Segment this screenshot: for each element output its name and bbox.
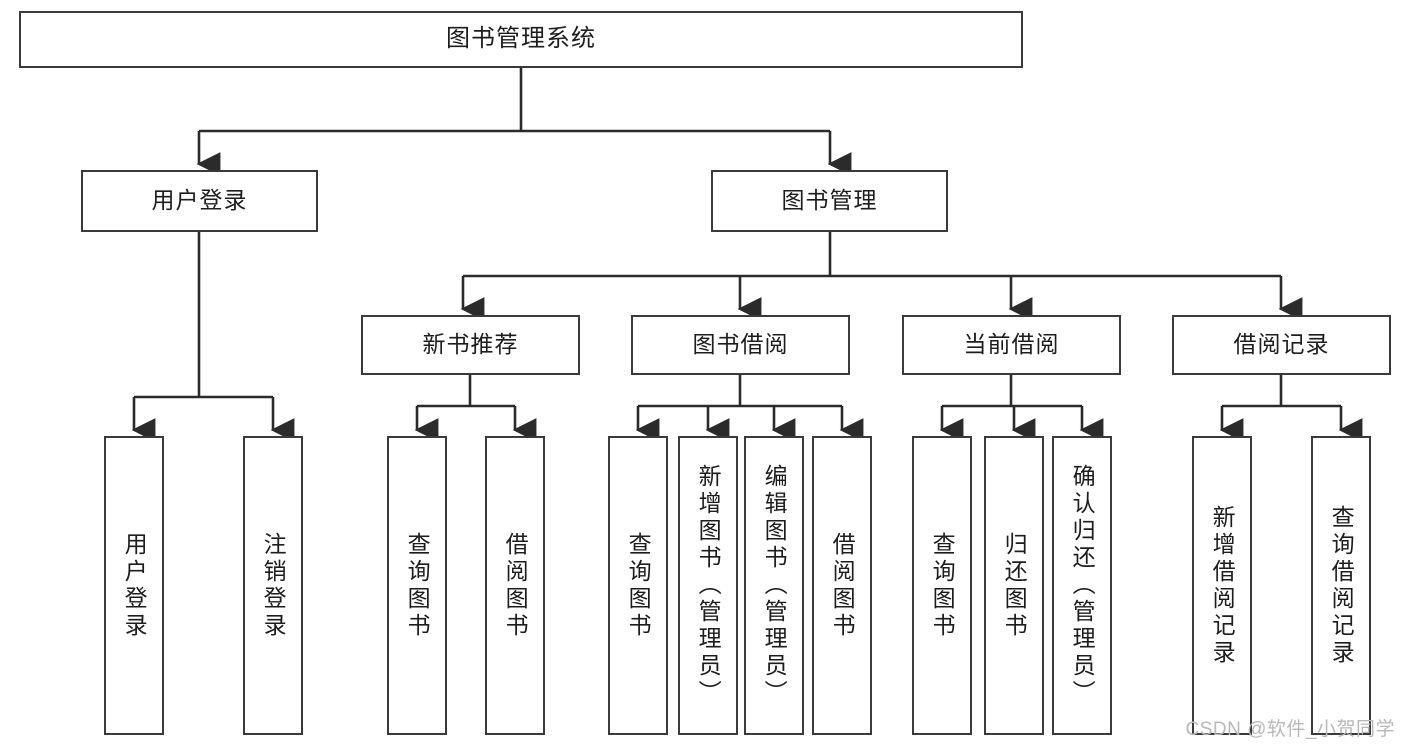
leaf-borrow-record-add[interactable]: 新增借阅记录 <box>1192 436 1252 735</box>
leaf-current-borrow-confirm-return[interactable]: 确认归还（管理员） <box>1052 436 1112 735</box>
node-label: 查询图书 <box>929 531 956 640</box>
node-new-book-recommend[interactable]: 新书推荐 <box>361 315 580 375</box>
leaf-book-borrow-query[interactable]: 查询图书 <box>608 436 668 735</box>
leaf-new-book-borrow[interactable]: 借阅图书 <box>485 436 545 735</box>
node-label: 新增图书（管理员） <box>695 464 722 707</box>
node-label: 查询借阅记录 <box>1328 504 1355 667</box>
leaf-book-borrow-borrow[interactable]: 借阅图书 <box>812 436 872 735</box>
node-label: 图书管理系统 <box>446 25 596 53</box>
leaf-new-book-query[interactable]: 查询图书 <box>387 436 447 735</box>
leaf-current-borrow-return[interactable]: 归还图书 <box>984 436 1044 735</box>
leaf-current-borrow-query[interactable]: 查询图书 <box>912 436 972 735</box>
leaf-borrow-record-query[interactable]: 查询借阅记录 <box>1311 436 1371 735</box>
node-label: 查询图书 <box>625 531 652 640</box>
leaf-book-borrow-add[interactable]: 新增图书（管理员） <box>678 436 738 735</box>
node-borrow-record[interactable]: 借阅记录 <box>1172 315 1391 375</box>
node-current-borrow[interactable]: 当前借阅 <box>902 315 1121 375</box>
node-label: 用户登录 <box>151 187 248 214</box>
node-root-system[interactable]: 图书管理系统 <box>19 11 1023 68</box>
node-label: 注销登录 <box>260 531 287 640</box>
csdn-watermark: CSDN @软件_小贺同学 <box>1185 719 1395 740</box>
node-label: 确认归还（管理员） <box>1069 464 1096 707</box>
node-label: 借阅图书 <box>829 531 856 640</box>
node-book-management[interactable]: 图书管理 <box>711 170 948 232</box>
node-label: 查询图书 <box>404 531 431 640</box>
node-label: 借阅记录 <box>1233 331 1330 358</box>
node-user-login[interactable]: 用户登录 <box>81 170 318 232</box>
node-label: 图书管理 <box>781 187 878 214</box>
leaf-book-borrow-edit[interactable]: 编辑图书（管理员） <box>744 436 804 735</box>
node-label: 用户登录 <box>121 531 148 640</box>
leaf-user-login-logout[interactable]: 注销登录 <box>243 436 303 735</box>
node-label: 图书借阅 <box>692 331 789 358</box>
node-book-borrow[interactable]: 图书借阅 <box>631 315 850 375</box>
node-label: 新增借阅记录 <box>1209 504 1236 667</box>
node-label: 编辑图书（管理员） <box>761 464 788 707</box>
node-label: 新书推荐 <box>422 331 519 358</box>
leaf-user-login-login[interactable]: 用户登录 <box>104 436 164 735</box>
node-label: 归还图书 <box>1001 531 1028 640</box>
node-label: 当前借阅 <box>963 331 1060 358</box>
node-label: 借阅图书 <box>502 531 529 640</box>
